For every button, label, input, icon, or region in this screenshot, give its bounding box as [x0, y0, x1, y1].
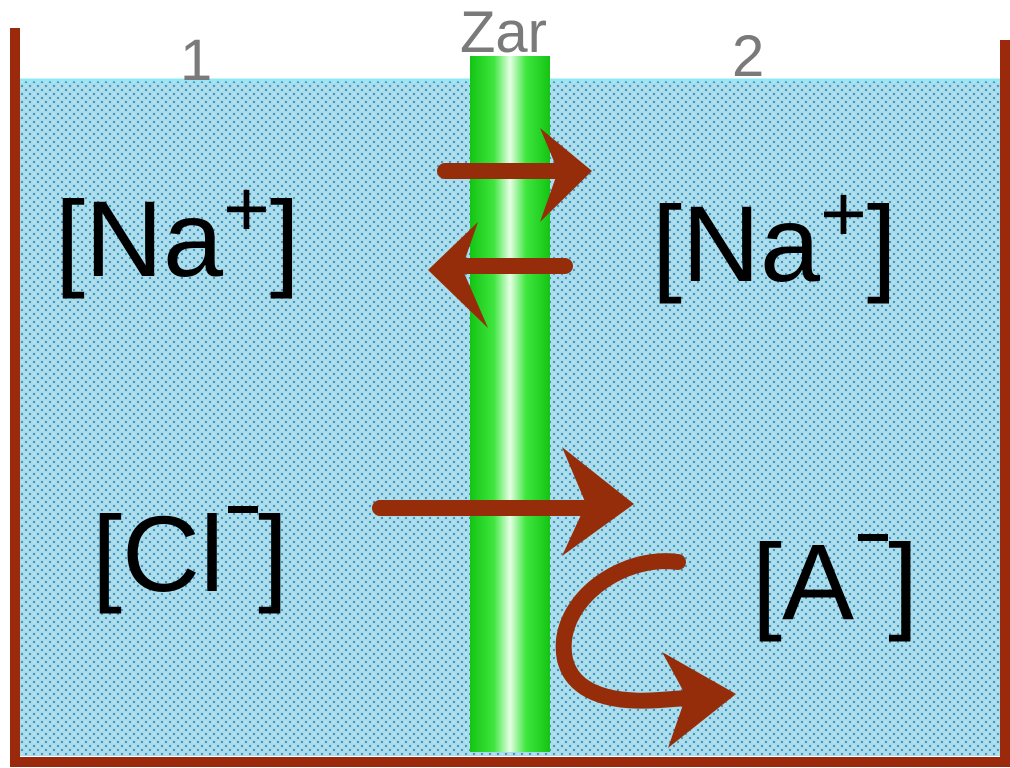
ion-cl-left: [Cl] — [92, 493, 289, 614]
membrane-label: Zar — [460, 0, 547, 65]
ion-a-right-symbol: A — [782, 521, 855, 642]
arrow-na-right-to-left — [428, 222, 573, 328]
arrow-anion-blocked — [555, 553, 736, 748]
ion-cl-left-symbol: Cl — [122, 493, 225, 614]
ion-na-right-symbol: Na — [682, 183, 821, 304]
ion-na-right-charge: + — [820, 169, 867, 258]
ion-a-right: [A] — [752, 521, 919, 642]
arrow-na-left-to-right — [437, 128, 592, 222]
membrane — [470, 56, 550, 752]
ion-na-left: [Na+] — [55, 164, 300, 299]
ion-na-left-charge: + — [223, 164, 270, 253]
ion-a-right-charge — [858, 534, 889, 541]
arrow-cl-left-to-right — [372, 447, 634, 556]
compartment-1-label: 1 — [180, 28, 213, 93]
ion-cl-left-charge — [228, 506, 259, 513]
vessel — [10, 28, 1010, 767]
compartment-2-label: 2 — [732, 24, 765, 89]
ion-na-right: [Na+] — [652, 169, 897, 304]
ion-na-left-symbol: Na — [85, 178, 224, 299]
